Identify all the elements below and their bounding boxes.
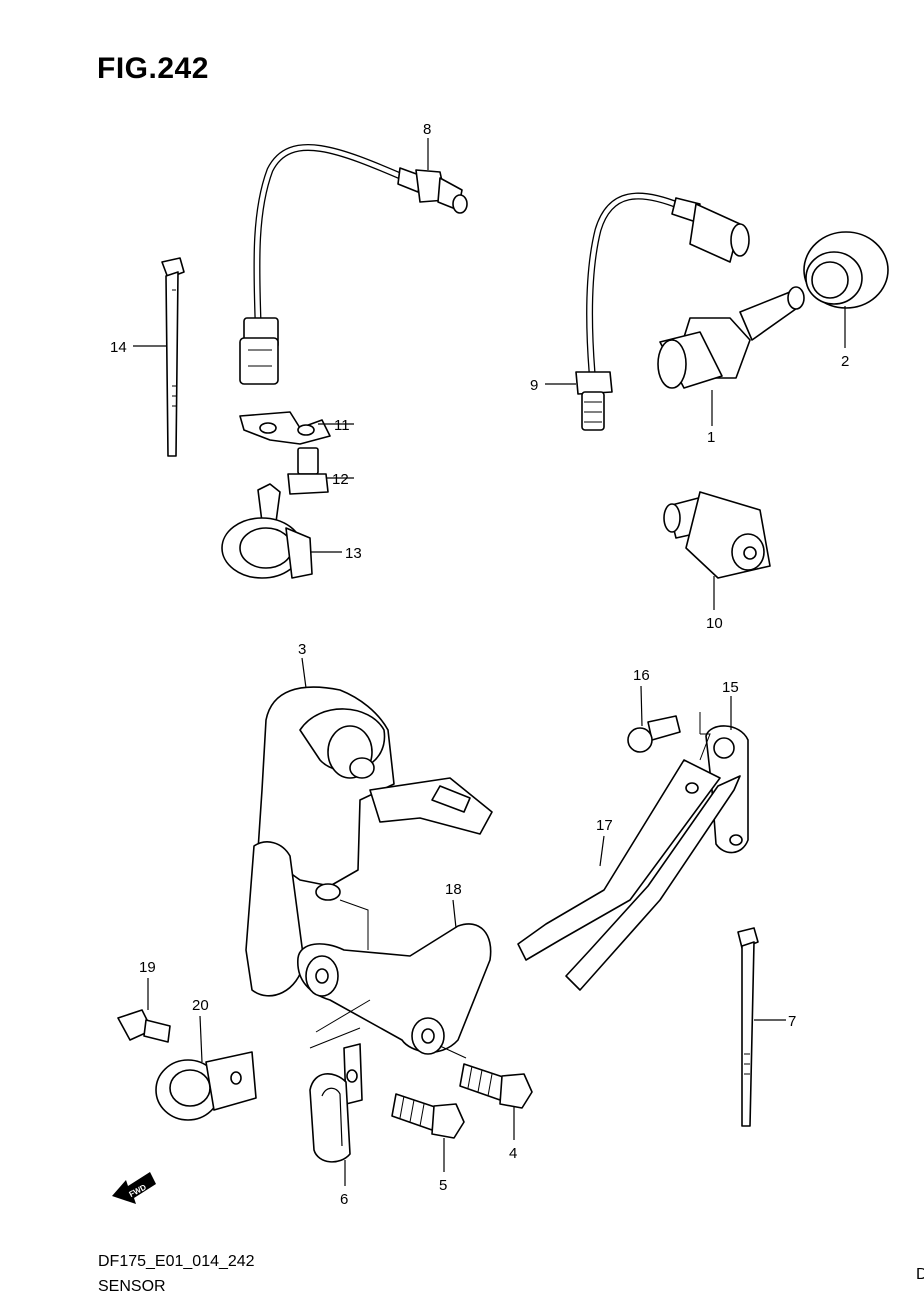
callout-13: 13	[345, 545, 362, 562]
part-10-sensor	[663, 491, 771, 579]
callout-19: 19	[139, 959, 156, 976]
assembly-guide-lines	[309, 712, 711, 1059]
part-7-cable-tie	[737, 927, 759, 1127]
callout-20: 20	[192, 997, 209, 1014]
part-11-plate	[239, 411, 331, 445]
callout-14: 14	[110, 339, 127, 356]
part-17-bracket	[517, 759, 741, 991]
callout-3: 3	[298, 641, 306, 658]
figure-code: DF175_E01_014_242	[98, 1253, 255, 1270]
callout-17: 17	[596, 817, 613, 834]
part-13-clamp	[221, 483, 313, 579]
callout-8: 8	[423, 121, 431, 138]
part-18-bracket	[297, 923, 492, 1055]
callout-10: 10	[706, 615, 723, 632]
part-5-bolt	[391, 1093, 465, 1139]
callout-16: 16	[633, 667, 650, 684]
part-9-sensor-lead	[575, 192, 750, 431]
callout-9: 9	[530, 377, 538, 394]
callout-4: 4	[509, 1145, 517, 1162]
part-14-cable-tie	[161, 257, 185, 457]
callout-11: 11	[334, 417, 350, 434]
callout-labels: 1 2 3 4 5 6 7 8 9 10 11 12 13 14 15 16 1…	[110, 121, 849, 1208]
part-6-clamp	[309, 1043, 363, 1163]
figure-title: FIG.242	[97, 52, 209, 85]
part-12-bolt	[287, 447, 329, 495]
callout-1: 1	[707, 429, 715, 446]
callout-12: 12	[332, 471, 349, 488]
part-8-sensor-lead	[239, 144, 468, 385]
callout-18: 18	[445, 881, 462, 898]
callout-2: 2	[841, 353, 849, 370]
callout-7: 7	[788, 1013, 796, 1030]
edge-mark: D	[916, 1266, 924, 1283]
part-2-grommet	[803, 231, 889, 309]
callout-5: 5	[439, 1177, 447, 1194]
leader-lines	[133, 138, 846, 1186]
part-19-bolt	[117, 1009, 171, 1043]
part-16-bolt	[627, 715, 681, 753]
figure-name: SENSOR	[98, 1278, 166, 1295]
part-3-bracket	[245, 686, 493, 997]
callout-15: 15	[722, 679, 739, 696]
part-1-sensor	[657, 286, 805, 389]
part-20-clamp	[155, 1051, 257, 1121]
fwd-arrow-icon: FWD	[112, 1172, 156, 1204]
part-4-bolt	[459, 1063, 533, 1109]
callout-6: 6	[340, 1191, 348, 1208]
